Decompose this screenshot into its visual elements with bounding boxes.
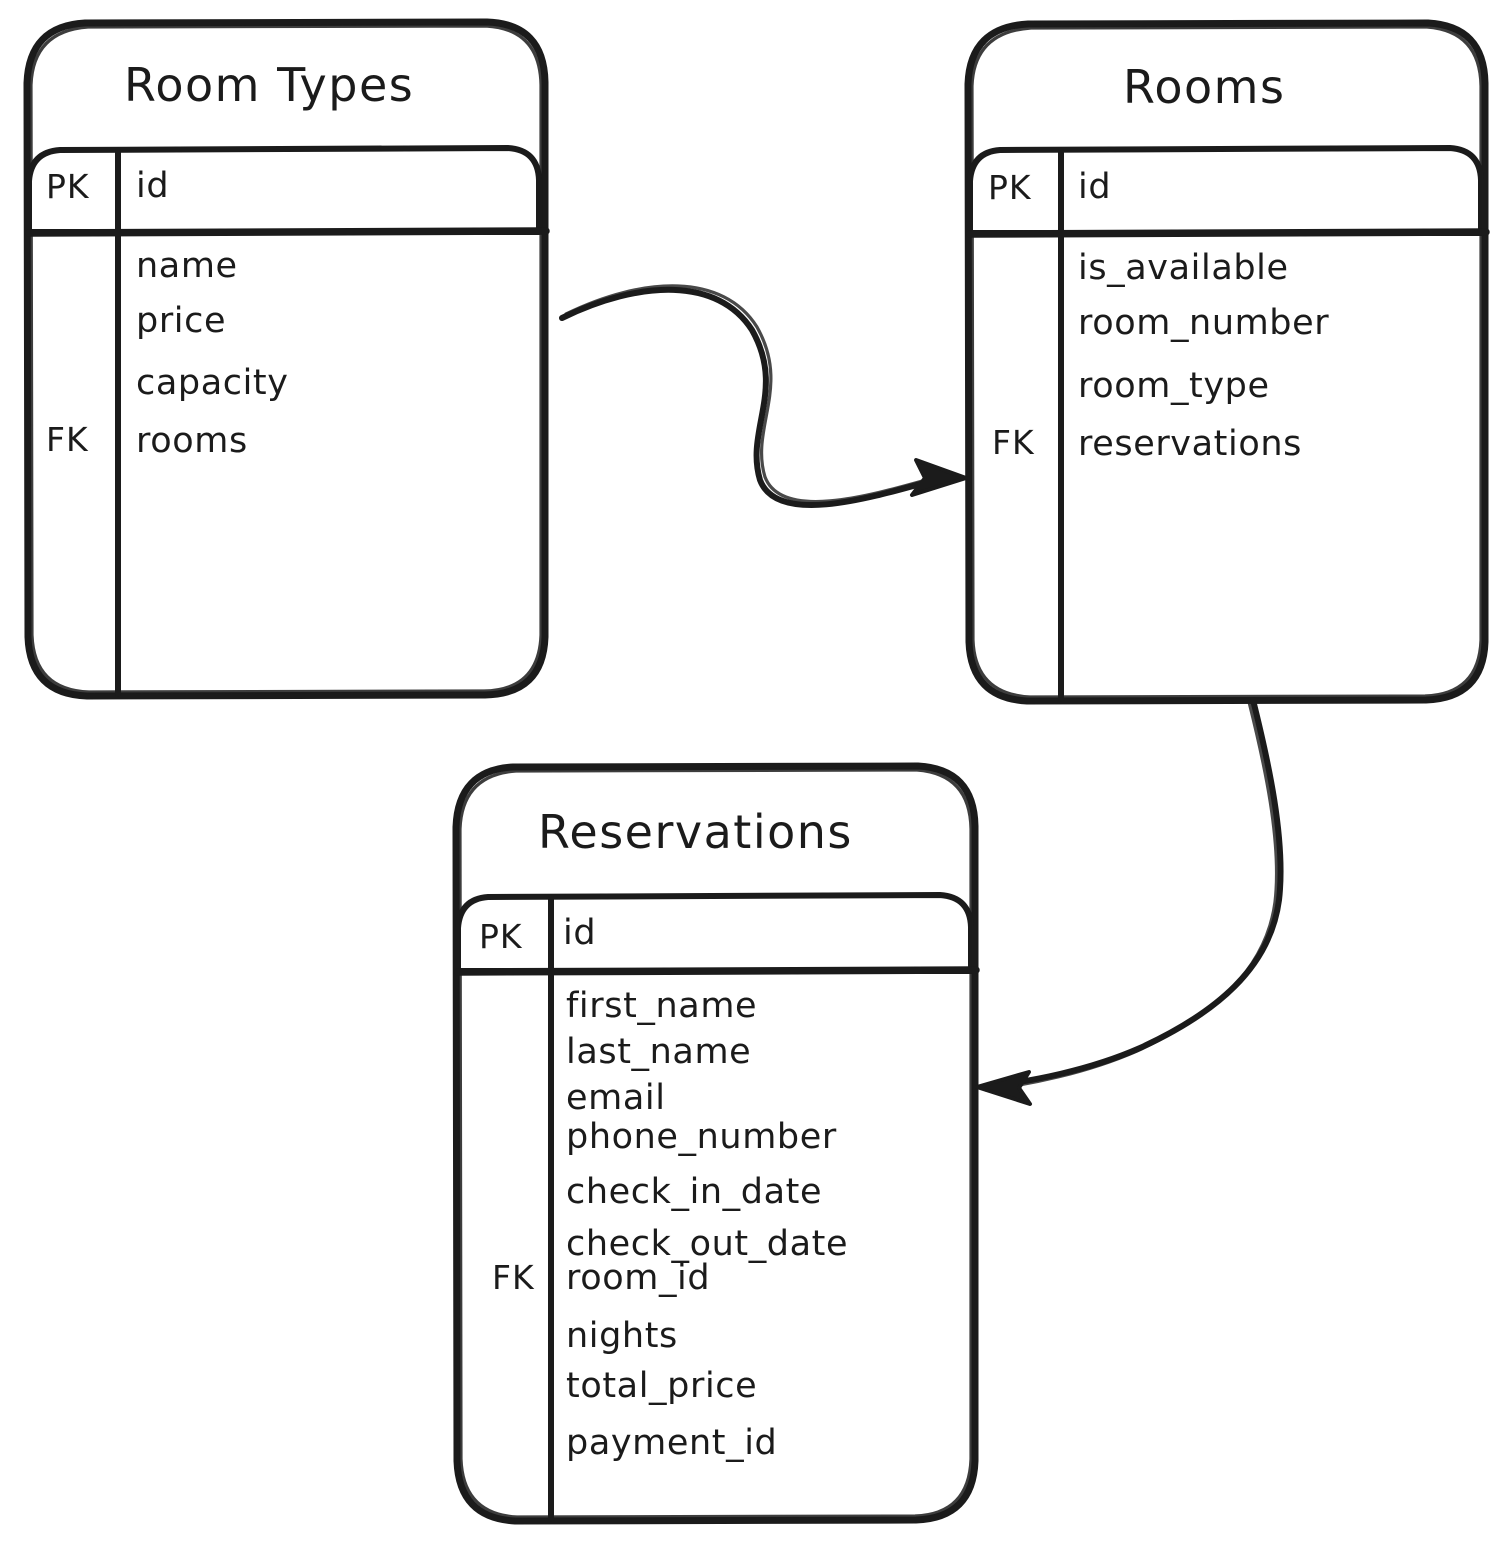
pk-field-room-types: id: [136, 166, 170, 206]
field-rooms-3: reservations: [1078, 424, 1302, 464]
field-reservations-7: nights: [566, 1316, 678, 1356]
field-reservations-2: email: [566, 1078, 666, 1118]
field-room-types-3: rooms: [136, 421, 248, 461]
field-reservations-3: phone_number: [566, 1117, 837, 1157]
fk-tag-rooms: FK: [992, 423, 1035, 462]
relationship-room-types-to-rooms[interactable]: [559, 284, 968, 508]
entity-title-room-types: Room Types: [124, 58, 415, 112]
fk-tag-reservations: FK: [492, 1258, 535, 1297]
entity-room-types-shape[interactable]: [23, 18, 550, 700]
pk-tag-reservations: PK: [479, 917, 523, 956]
field-rooms-1: room_number: [1078, 303, 1330, 343]
entity-rooms-shape[interactable]: [964, 19, 1490, 705]
field-rooms-2: room_type: [1078, 366, 1270, 406]
fk-tag-room-types: FK: [46, 420, 89, 459]
field-reservations-6: room_id: [566, 1258, 711, 1298]
pk-field-reservations: id: [563, 913, 597, 953]
field-room-types-0: name: [136, 246, 238, 286]
entity-reservations-shape[interactable]: [452, 762, 980, 1525]
field-reservations-9: payment_id: [566, 1423, 778, 1463]
field-reservations-5: check_out_date: [566, 1224, 849, 1264]
relationship-rooms-to-reservations[interactable]: [975, 697, 1284, 1106]
field-reservations-4: check_in_date: [566, 1172, 823, 1212]
field-reservations-8: total_price: [566, 1366, 758, 1406]
field-reservations-0: first_name: [566, 986, 758, 1026]
field-reservations-1: last_name: [566, 1032, 752, 1072]
entity-title-reservations: Reservations: [538, 805, 853, 859]
field-room-types-2: capacity: [136, 363, 289, 403]
field-rooms-0: is_available: [1078, 248, 1289, 288]
pk-field-rooms: id: [1078, 167, 1112, 207]
field-room-types-1: price: [136, 301, 227, 341]
pk-tag-rooms: PK: [988, 168, 1032, 207]
entity-title-rooms: Rooms: [1123, 60, 1286, 114]
pk-tag-room-types: PK: [46, 167, 90, 206]
